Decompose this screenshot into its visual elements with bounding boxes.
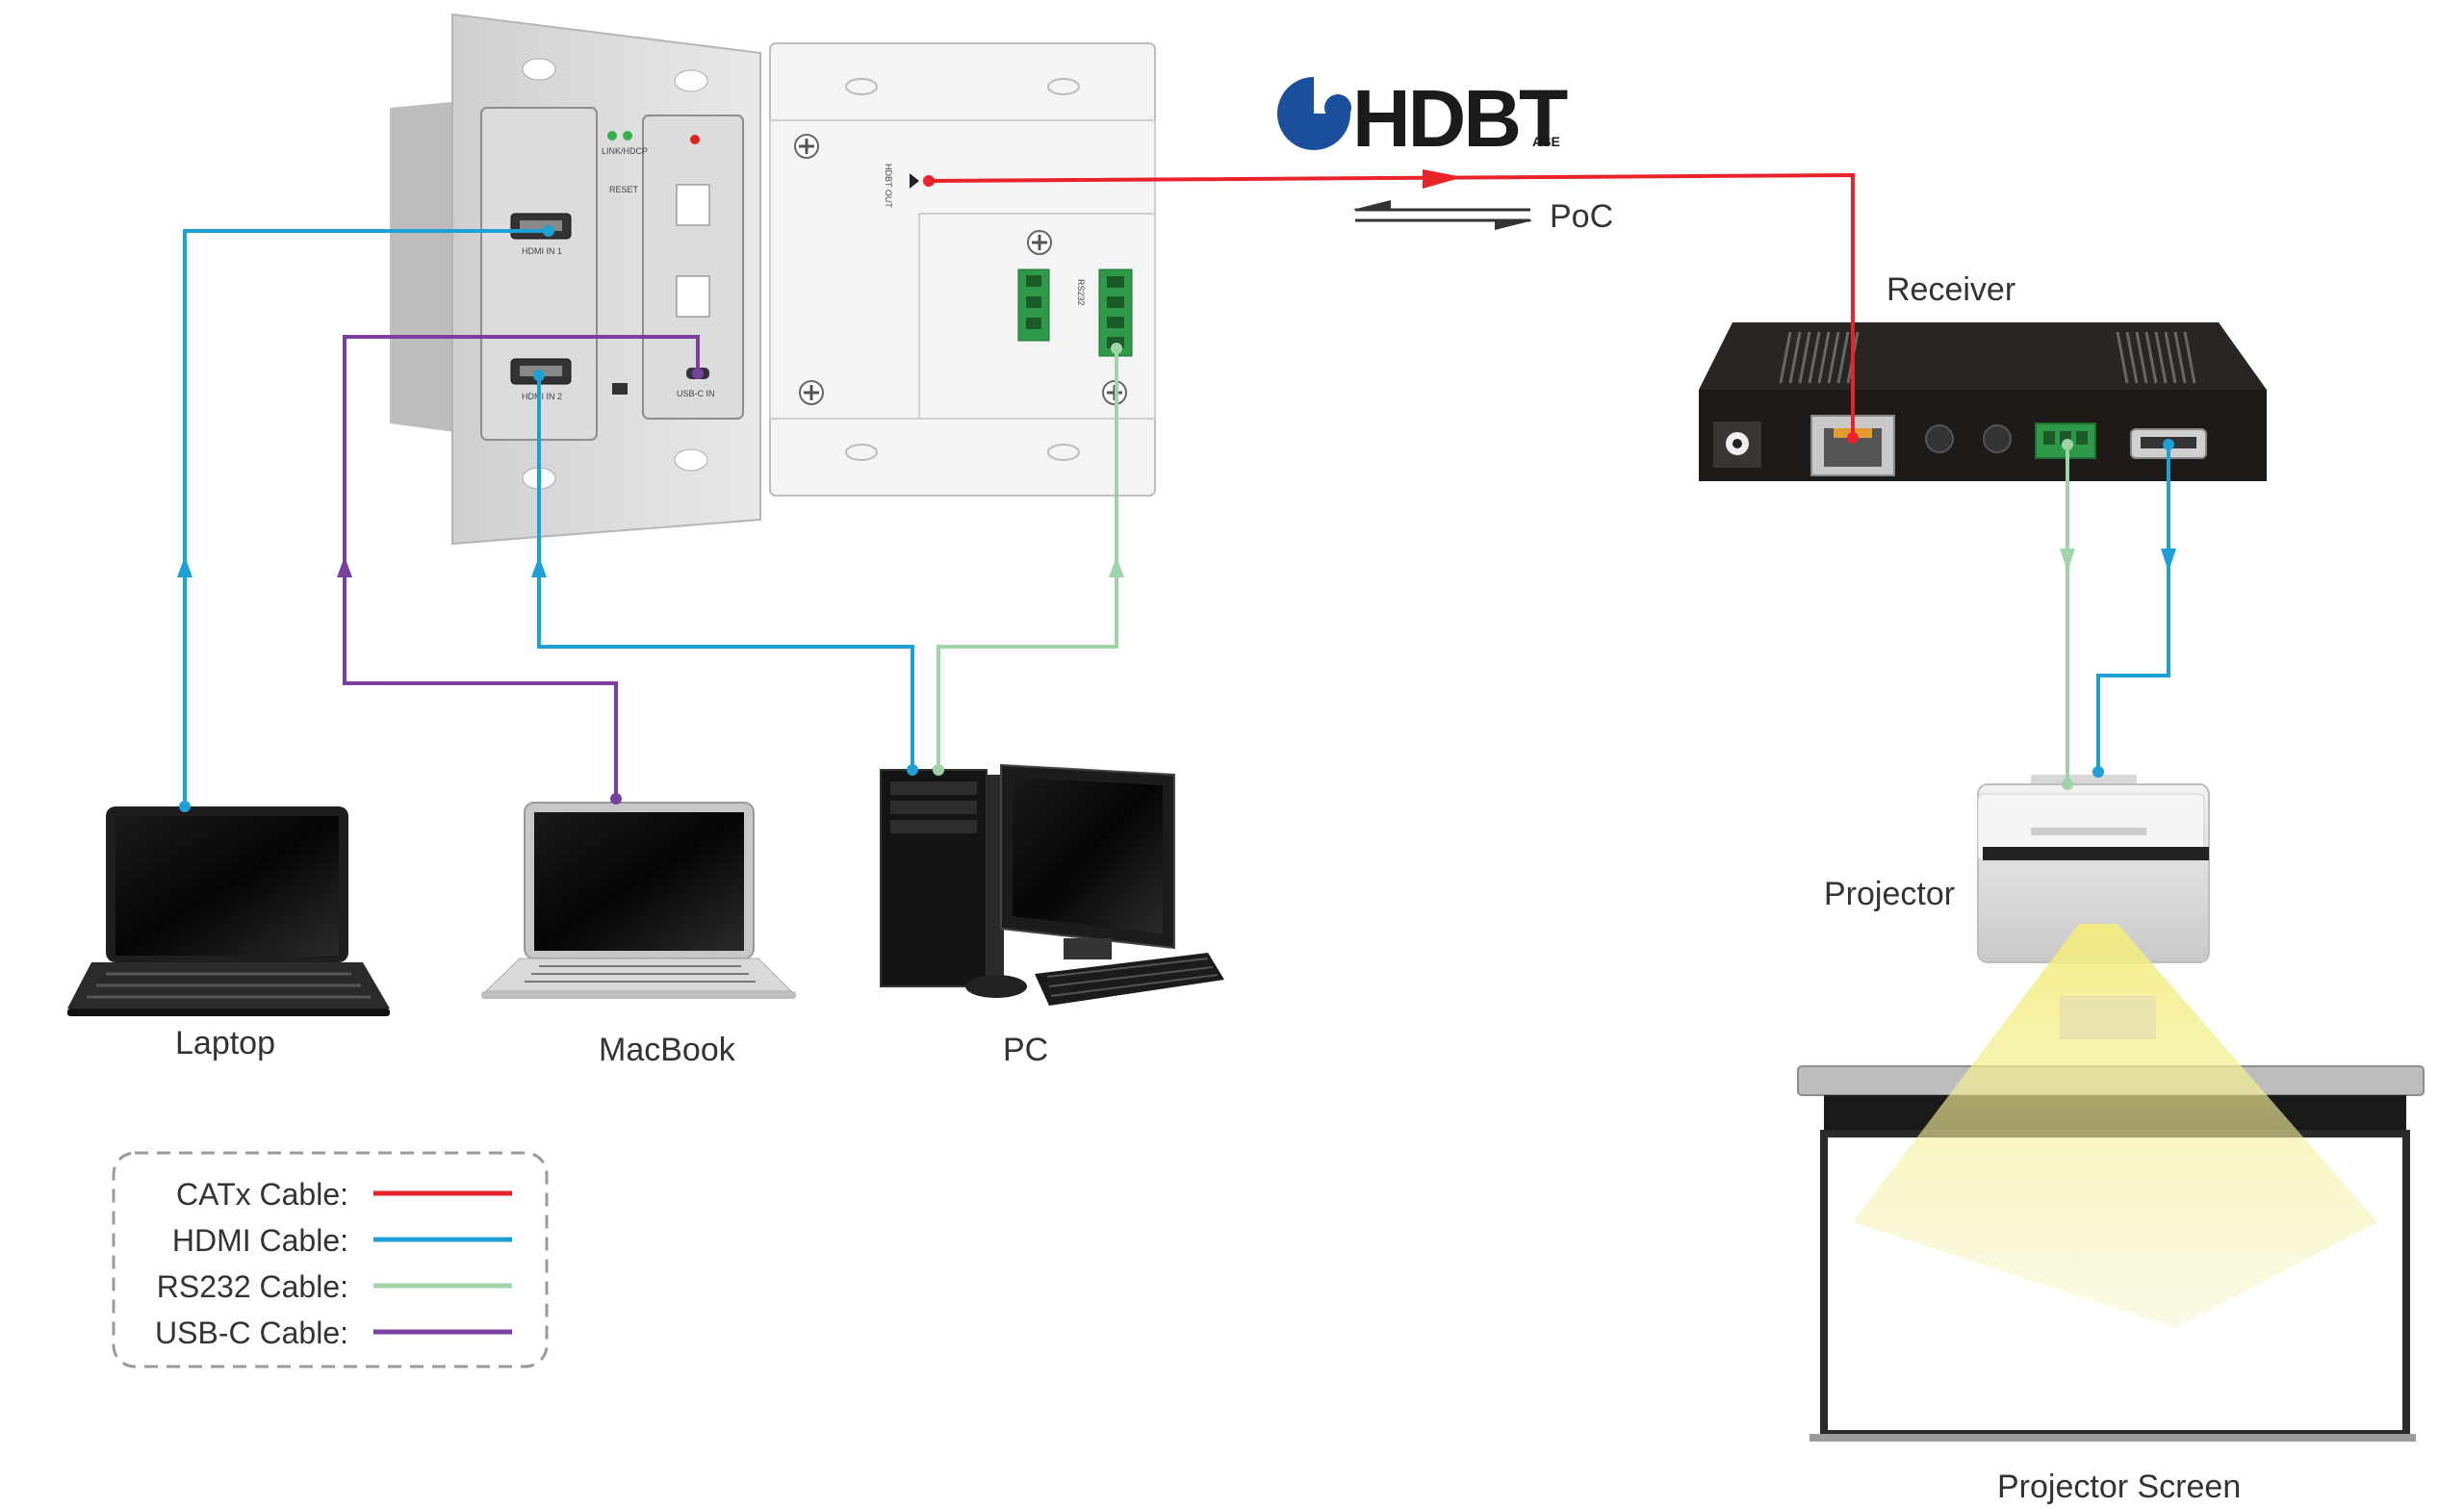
receiver-label: Receiver bbox=[1886, 271, 2015, 308]
wall-plate-transmitter-front: HDMI IN 1 HDMI IN 2 LINK/HDCP RESET USB-… bbox=[390, 13, 761, 546]
rs232-label: RS232 bbox=[1076, 279, 1086, 306]
projector-light-beam bbox=[1853, 924, 2377, 1328]
usbc-cable-macbook bbox=[337, 335, 704, 805]
pc-device bbox=[880, 763, 1224, 1006]
laptop-label: Laptop bbox=[175, 1025, 275, 1061]
laptop-device bbox=[67, 806, 390, 1016]
display-button bbox=[676, 275, 710, 318]
rs232-cable-projector bbox=[2060, 439, 2075, 790]
legend-frame bbox=[112, 1151, 549, 1368]
reset-label: RESET bbox=[609, 185, 639, 194]
screw-icon bbox=[1027, 230, 1052, 255]
poc-label: PoC bbox=[1550, 198, 1613, 235]
macbook-device bbox=[481, 802, 796, 999]
wall-plate-transmitter-back: HDBT OUT RS232 bbox=[769, 42, 1156, 497]
rs232-cable-pc bbox=[933, 343, 1124, 776]
usbc-in-label: USB-C IN bbox=[677, 389, 715, 398]
catx-cable-hdbt bbox=[923, 169, 1859, 444]
legend-label: USB-C Cable: bbox=[155, 1316, 348, 1350]
led-indicators bbox=[607, 131, 700, 144]
legend-label: CATx Cable: bbox=[176, 1177, 348, 1212]
projector-device bbox=[1977, 775, 2210, 963]
hdbt-out-label: HDBT OUT bbox=[884, 164, 893, 208]
legend-label: RS232 Cable: bbox=[157, 1269, 348, 1304]
source-button bbox=[676, 184, 710, 226]
legend-label: HDMI Cable: bbox=[172, 1223, 348, 1258]
projector-screen-label: Projector Screen bbox=[1997, 1469, 2241, 1505]
poc-bidirectional-arrow bbox=[1352, 200, 1533, 230]
hdmi-cable-laptop bbox=[177, 225, 554, 812]
receiver-device bbox=[1699, 322, 2267, 481]
hdbaset-logo: HDBT ASE bbox=[1277, 73, 1571, 164]
hdbt-out-port bbox=[910, 173, 919, 189]
logo-text: HDBT bbox=[1352, 73, 1568, 164]
dc-terminal-block bbox=[1017, 268, 1050, 342]
screw-icon bbox=[794, 134, 819, 159]
macbook-label: MacBook bbox=[599, 1032, 736, 1068]
rs232-terminal-block bbox=[1098, 268, 1133, 357]
screw-icon bbox=[799, 380, 824, 405]
projector-label: Projector bbox=[1824, 876, 1955, 912]
hdmi-cable-pc bbox=[531, 370, 918, 776]
hdmi-cable-projector bbox=[2092, 439, 2176, 778]
pc-label: PC bbox=[1003, 1032, 1048, 1068]
firmware-port bbox=[612, 383, 628, 395]
hdmi-in2-label: HDMI IN 2 bbox=[522, 392, 562, 401]
cable-legend: CATx Cable: HDMI Cable: RS232 Cable: USB-C … bbox=[112, 1151, 549, 1368]
logo-sub-text: ASE bbox=[1532, 134, 1560, 149]
linkhdcp-label: LINK/HDCP bbox=[602, 146, 648, 156]
hdmi-in1-port bbox=[510, 213, 572, 240]
legend-rows: CATx Cable: HDMI Cable: RS232 Cable: USB-C … bbox=[155, 1177, 512, 1350]
hdmi-in1-label: HDMI IN 1 bbox=[522, 246, 562, 256]
